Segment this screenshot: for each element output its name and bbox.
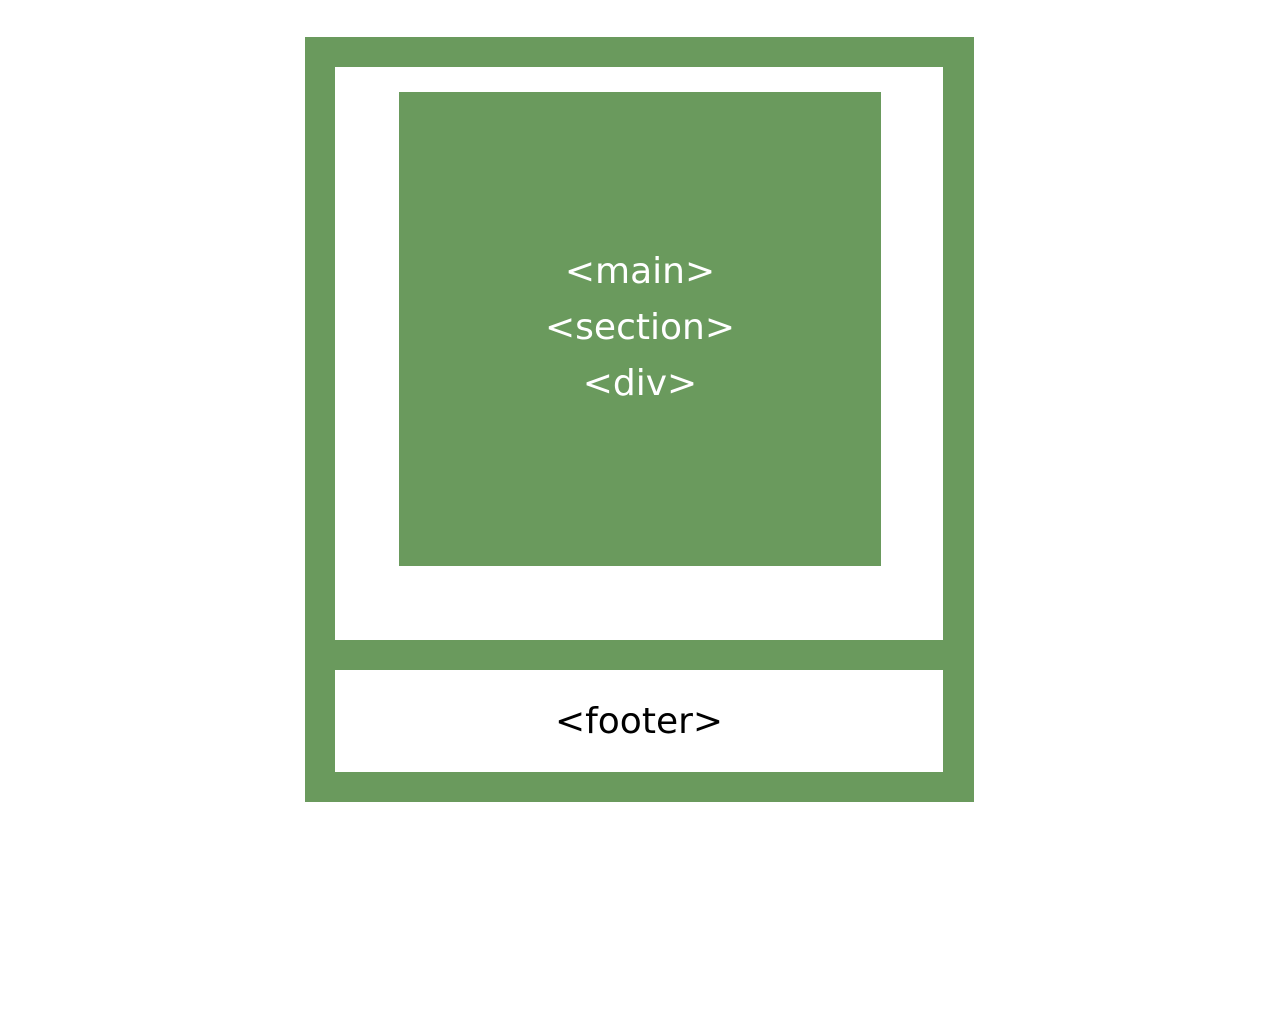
- footer-tag-label: <footer>: [554, 700, 724, 742]
- div-tag-label: <div>: [582, 363, 698, 404]
- main-tag-label: <main>: [564, 251, 716, 292]
- inner-label-stack: <main> <section> <div>: [545, 244, 735, 412]
- footer-panel: <footer>: [335, 670, 943, 772]
- section-tag-label: <section>: [545, 307, 735, 348]
- main-section-div-block: <main> <section> <div>: [399, 92, 881, 566]
